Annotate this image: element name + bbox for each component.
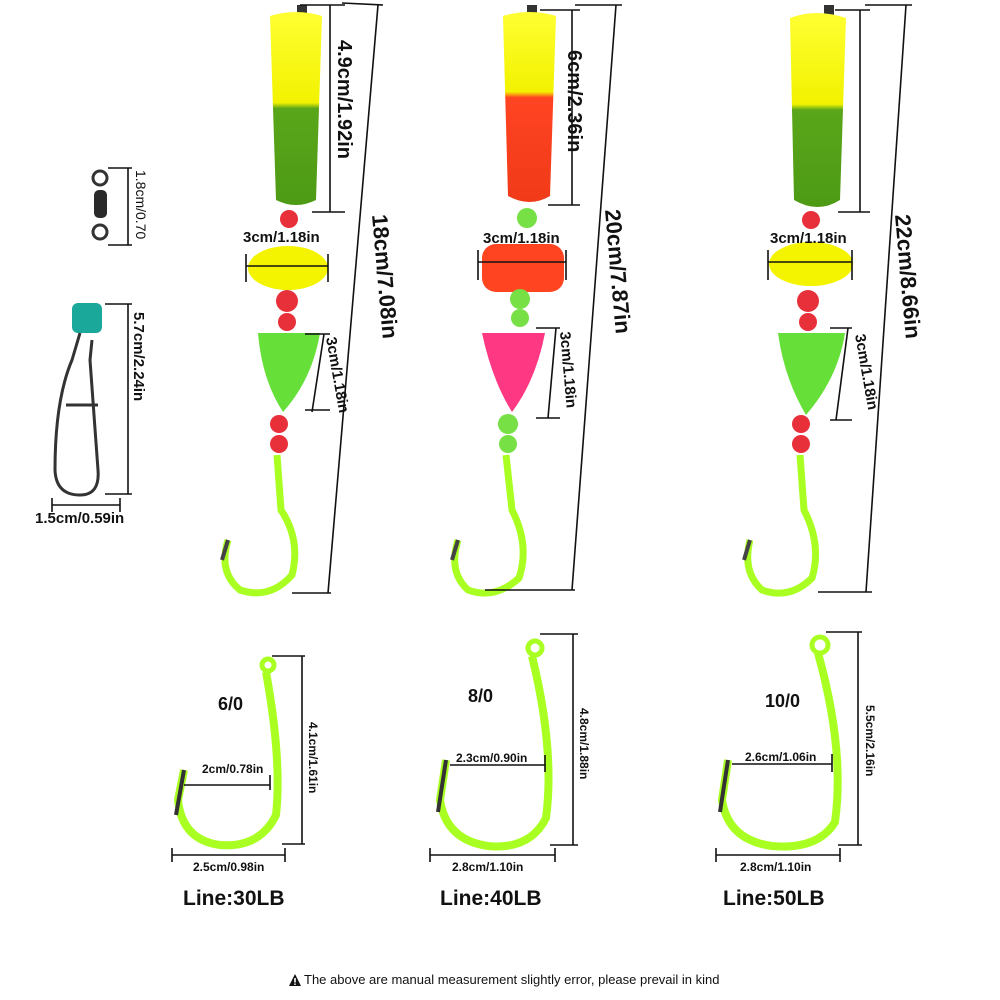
hook-2-height-label: 4.8cm/1.88in: [577, 708, 591, 779]
rig-2: 6cm/2.36in 3cm/1.18in 3cm/1.18in 20cm/7.…: [450, 4, 636, 597]
hook-2-size: 8/0: [468, 686, 493, 706]
hook-1-size: 6/0: [218, 694, 243, 714]
hook-2: 8/0 4.8cm/1.88in 2.3cm/0.90in 2.8cm/1.10…: [429, 633, 591, 910]
hook-2-gap-label: 2.3cm/0.90in: [456, 751, 527, 765]
rig-3-bead-float-label: 3cm/1.18in: [770, 230, 847, 247]
hook-3-height-label: 5.5cm/2.16in: [863, 705, 877, 776]
hook-2-line-label: Line:40LB: [440, 887, 542, 910]
footer-note-text: The above are manual measurement slightl…: [304, 972, 720, 987]
rig-1: 4.9cm/1.92in 3cm/1.18in 3cm/1.18in 18cm/…: [220, 2, 403, 597]
snap-height-label: 5.7cm/2.24in: [130, 312, 147, 401]
hook-1-height-label: 4.1cm/1.61in: [306, 722, 320, 793]
rig-1-float-label: 4.9cm/1.92in: [333, 40, 355, 159]
footer-note: The above are manual measurement slightl…: [289, 972, 720, 987]
rig-2-bead-float-label: 3cm/1.18in: [483, 230, 560, 247]
hook-1-line-label: Line:30LB: [183, 887, 285, 910]
swivel-height-label: 1.8cm/0.70: [133, 170, 149, 239]
rig-3-spinner-label: 3cm/1.18in: [851, 333, 881, 412]
snap-width-label: 1.5cm/0.59in: [35, 510, 124, 527]
hook-3-size: 10/0: [765, 691, 800, 711]
hook-3-width-label: 2.8cm/1.10in: [740, 860, 811, 874]
warning-icon: [289, 974, 301, 986]
rig-2-total-label: 20cm/7.87in: [600, 208, 636, 334]
rig-1-spinner-label: 3cm/1.18in: [322, 336, 352, 415]
rig-1-total-label: 18cm/7.08in: [367, 213, 403, 339]
hook-2-width-label: 2.8cm/1.10in: [452, 860, 523, 874]
rig-3-total-label: 22cm/8.66in: [890, 213, 926, 339]
snap: 5.7cm/2.24in 1.5cm/0.59in: [35, 303, 147, 527]
hook-3-gap-label: 2.6cm/1.06in: [745, 750, 816, 764]
rig-2-spinner-label: 3cm/1.18in: [556, 331, 580, 409]
hook-1-width-label: 2.5cm/0.98in: [193, 860, 264, 874]
hook-3: 10/0 5.5cm/2.16in 2.6cm/1.06in 2.8cm/1.1…: [715, 631, 877, 910]
hook-1: 6/0 4.1cm/1.61in 2cm/0.78in 2.5cm/0.98in…: [171, 655, 320, 910]
hook-3-line-label: Line:50LB: [723, 887, 825, 910]
rig-3: 3cm/1.18in 3cm/1.18in 22cm/8.66in: [742, 4, 926, 597]
hook-1-gap-label: 2cm/0.78in: [202, 762, 263, 776]
swivel: 1.8cm/0.70: [91, 167, 149, 246]
rig-2-float-label: 6cm/2.36in: [563, 50, 585, 152]
rig-1-bead-float-label: 3cm/1.18in: [243, 229, 320, 246]
